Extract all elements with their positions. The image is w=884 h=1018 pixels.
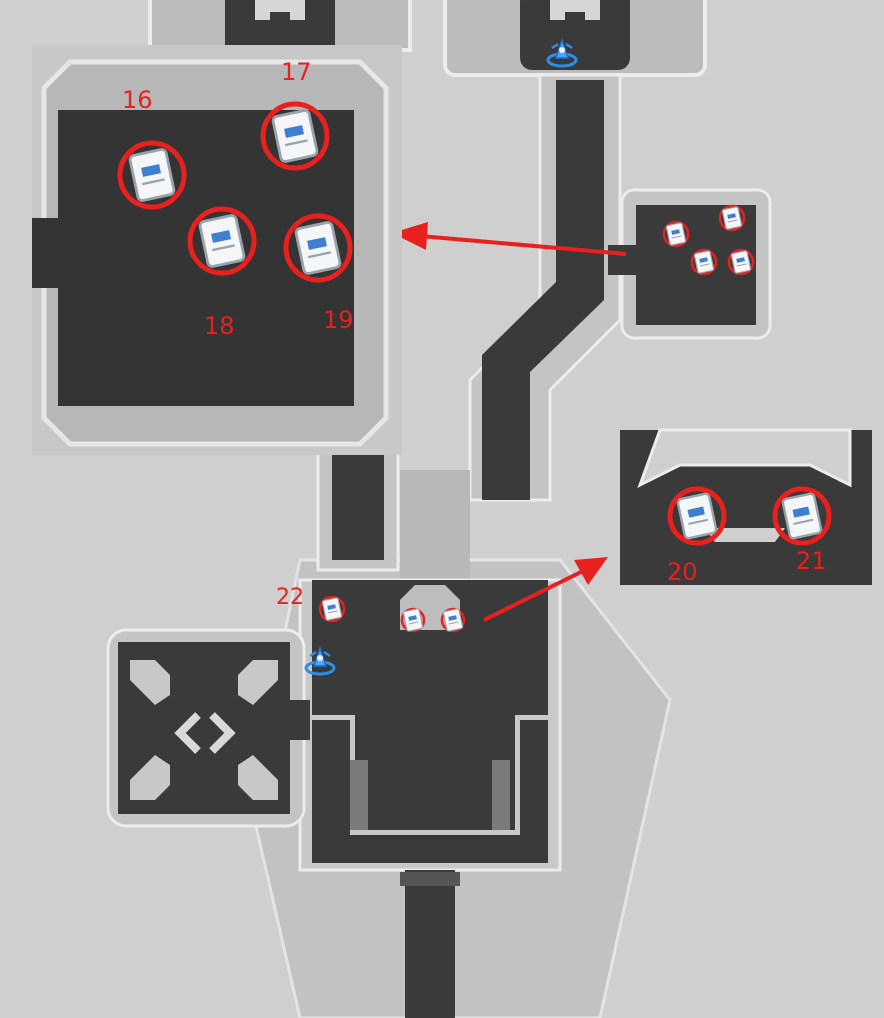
map-marker-group: [318, 204, 755, 633]
map-marker-16[interactable]: [662, 220, 690, 248]
inset-east-room: 16 17 18 19: [32, 45, 402, 455]
callout-arrow-south: [483, 557, 608, 622]
marker-label-20: 20: [667, 558, 698, 586]
inset-hall-alcove: 20 21: [620, 428, 872, 586]
map-marker-17[interactable]: [718, 204, 746, 232]
north-structures: [148, 0, 707, 77]
inset-marker-16[interactable]: [117, 140, 187, 210]
map-marker-21[interactable]: [440, 607, 466, 633]
marker-label-17: 17: [281, 58, 312, 86]
main-hall: [298, 578, 562, 872]
map-marker-19[interactable]: [727, 248, 755, 276]
inset-marker-19[interactable]: [283, 213, 353, 283]
marker-label-21: 21: [796, 547, 827, 575]
west-corridor: [316, 448, 470, 580]
marker-label-19: 19: [323, 306, 354, 334]
west-room: [106, 628, 310, 828]
inset-marker-17[interactable]: [260, 101, 330, 171]
inset-marker-20[interactable]: [667, 486, 727, 546]
map-marker-18[interactable]: [690, 248, 718, 276]
marker-label-22: 22: [276, 585, 304, 610]
south-corridor: [400, 870, 460, 1018]
callout-arrow-north: [392, 222, 627, 256]
map-marker-20[interactable]: [400, 607, 426, 633]
marker-label-18: 18: [204, 312, 235, 340]
inset-marker-18[interactable]: [187, 206, 257, 276]
map-marker-22[interactable]: [318, 595, 346, 623]
marker-label-16: 16: [122, 86, 153, 114]
inset-marker-21[interactable]: [772, 486, 832, 546]
north-corridor: [468, 73, 622, 502]
